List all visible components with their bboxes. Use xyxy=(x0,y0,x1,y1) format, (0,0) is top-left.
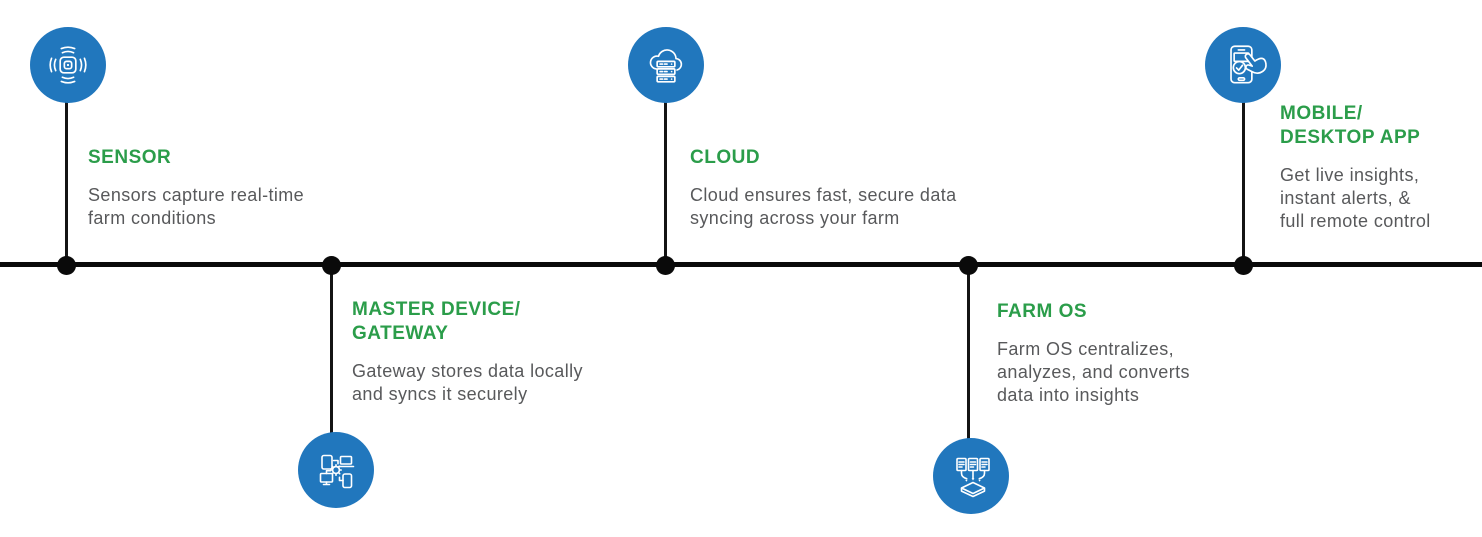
app-icon-badge xyxy=(1205,27,1281,103)
cloud-text-block: CLOUD Cloud ensures fast, secure data sy… xyxy=(690,146,957,230)
wireless-sensor-icon xyxy=(49,46,87,84)
connector-line-sensor xyxy=(65,98,68,265)
item-title-cloud: CLOUD xyxy=(690,147,761,168)
connected-devices-icon xyxy=(319,454,355,489)
mobile-tap-icon xyxy=(1230,45,1267,84)
timeline-node-dot-gateway xyxy=(321,255,341,275)
gateway-text-block: MASTER DEVICE/ GATEWAY Gateway stores da… xyxy=(352,298,583,406)
farm-os-icon-badge xyxy=(933,438,1009,514)
item-title-sensor: SENSOR xyxy=(88,147,172,168)
data-aggregation-icon xyxy=(956,457,990,498)
item-description-farm-os: Farm OS centralizes, analyzes, and conve… xyxy=(997,339,1190,405)
item-description-app: Get live insights, instant alerts, & ful… xyxy=(1280,165,1431,231)
timeline-node-dot-app xyxy=(1233,255,1253,275)
connector-line-farm-os xyxy=(967,267,970,441)
sensor-icon-badge xyxy=(30,27,106,103)
item-title-app: MOBILE/ DESKTOP APP xyxy=(1280,103,1421,148)
connector-line-gateway xyxy=(330,267,333,435)
cloud-server-icon xyxy=(649,49,683,83)
connector-line-cloud xyxy=(664,98,667,265)
timeline-node-dot-cloud xyxy=(655,255,675,275)
timeline-node-dot-sensor xyxy=(56,255,76,275)
item-title-gateway: MASTER DEVICE/ GATEWAY xyxy=(352,299,521,344)
sensor-text-block: SENSOR Sensors capture real-time farm co… xyxy=(88,146,304,230)
farm-os-text-block: FARM OS Farm OS centralizes, analyzes, a… xyxy=(997,300,1190,407)
gateway-icon-badge xyxy=(298,432,374,508)
cloud-icon-badge xyxy=(628,27,704,103)
item-description-sensor: Sensors capture real-time farm condition… xyxy=(88,185,305,228)
item-title-farm-os: FARM OS xyxy=(997,301,1088,322)
item-description-cloud: Cloud ensures fast, secure data syncing … xyxy=(690,185,957,228)
connector-line-app xyxy=(1242,98,1245,265)
timeline-line xyxy=(0,262,1482,267)
app-text-block: MOBILE/ DESKTOP APP Get live insights, i… xyxy=(1280,102,1431,233)
timeline-node-dot-farm-os xyxy=(958,255,978,275)
item-description-gateway: Gateway stores data locally and syncs it… xyxy=(352,361,583,404)
